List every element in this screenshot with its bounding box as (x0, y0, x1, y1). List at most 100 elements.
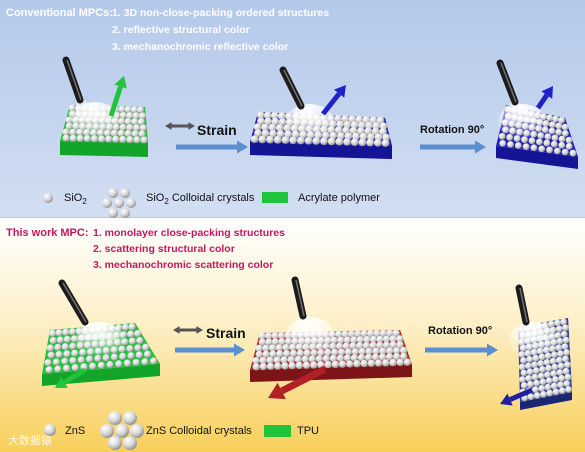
torch-5 (286, 276, 334, 353)
torch-1-glow (71, 102, 119, 138)
colloid-sphere (63, 350, 71, 358)
colloid-sphere (271, 117, 280, 126)
colloid-sphere (386, 347, 394, 355)
colloid-sphere (525, 374, 533, 382)
colloid-sphere (545, 377, 553, 385)
colloid-sphere (536, 138, 543, 146)
colloid-sphere (520, 369, 528, 377)
torch-3 (496, 59, 546, 140)
colloid-sphere (561, 148, 569, 156)
colloid-sphere (346, 360, 354, 368)
legend-polymer-swatch (262, 192, 288, 203)
colloid-sphere (327, 137, 336, 146)
colloid-sphere (263, 111, 272, 120)
colloid-sphere (549, 121, 556, 129)
legend-acrylate-polymer: Acrylate polymer (298, 192, 380, 204)
colloid-sphere (403, 358, 412, 366)
colloid-sphere (132, 112, 140, 120)
colloid-sphere (551, 363, 559, 371)
colloid-sphere (552, 115, 560, 123)
colloid-sphere (558, 387, 566, 395)
colloid-sphere (76, 134, 84, 143)
legend-zns-sphere (44, 424, 56, 436)
colloid-sphere (544, 133, 552, 141)
colloid-sphere (552, 388, 560, 396)
colloid-sphere (562, 324, 569, 332)
blue-scatter-arrow (500, 387, 534, 406)
colloid-sphere (56, 336, 64, 344)
colloid-sphere (539, 366, 546, 373)
colloid-sphere (258, 135, 267, 144)
colloid-sphere (556, 369, 564, 376)
colloid-sphere (112, 135, 120, 143)
colloid-sphere (252, 356, 260, 365)
rotation-label-top: Rotation 90° (420, 124, 485, 136)
colloid-sphere (310, 361, 318, 369)
colloid-sphere (392, 329, 400, 337)
colloid-sphere (358, 138, 367, 147)
process-arrow-1 (176, 140, 248, 154)
colloid-sphere (119, 135, 127, 144)
torch-5-body (291, 276, 307, 320)
torch-5-shine (295, 279, 305, 317)
colloid-sphere (97, 361, 105, 369)
colloid-sphere (295, 361, 304, 370)
colloid-sphere (531, 361, 538, 369)
colloid-sphere (320, 137, 328, 146)
green-reflection-arrow (108, 76, 127, 117)
colloid-sphere (123, 359, 132, 367)
colloid-sphere (255, 344, 263, 353)
colloid-sphere (136, 336, 144, 345)
colloid-sphere (563, 380, 571, 388)
colloid-sphere (399, 346, 408, 355)
colloid-sphere (396, 358, 404, 367)
colloid-sphere (121, 323, 130, 331)
colloid-sphere (149, 357, 158, 365)
colloid-sphere (135, 351, 143, 359)
torch-5-glow (286, 317, 334, 353)
colloid-sphere (376, 335, 384, 344)
colloid-sphere (55, 350, 63, 359)
colloid-sphere (553, 147, 561, 155)
colloid-sphere (85, 355, 94, 363)
process-arrow-3-head (234, 343, 245, 357)
colloid-sphere (522, 143, 530, 151)
colloid-sphere (524, 362, 532, 370)
legend-crystal-sphere (102, 198, 112, 208)
colloid-sphere (353, 360, 361, 368)
colloid-sphere (127, 330, 135, 338)
colloid-sphere (131, 130, 139, 138)
colloid-sphere (136, 106, 145, 114)
colloid-sphere (379, 347, 387, 355)
strain-double-arrow-right-head (165, 122, 172, 130)
colloid-sphere (520, 382, 528, 389)
legend-zns-crystal-sphere (100, 424, 114, 438)
colloid-sphere (551, 134, 559, 142)
colloid-sphere (52, 358, 61, 366)
colloid-sphere (259, 356, 267, 365)
colloid-sphere (45, 366, 53, 374)
blue-pad-rotated-front (496, 146, 578, 169)
colloid-sphere (550, 382, 558, 390)
colloid-sphere (324, 348, 332, 357)
legend-zns-crystal-sphere (108, 436, 122, 450)
colloid-sphere (499, 140, 507, 147)
colloid-sphere (141, 358, 149, 366)
blue-scatter-arrow-head (500, 393, 513, 406)
blue-pad-bottom-rotated-front (520, 392, 572, 410)
colloid-sphere (557, 381, 564, 389)
colloid-sphere (302, 361, 311, 369)
colloid-sphere (360, 359, 368, 368)
colloid-sphere (351, 348, 360, 356)
colloid-sphere (266, 362, 275, 371)
colloid-sphere (557, 350, 564, 358)
colloid-sphere (555, 325, 563, 333)
colloid-sphere (382, 359, 390, 367)
legend-tpu-swatch (264, 425, 291, 437)
legend-crystal-sphere (120, 208, 130, 218)
colloid-sphere (381, 139, 390, 147)
colloid-sphere (257, 117, 265, 126)
colloid-sphere (561, 129, 569, 137)
blue-reflection-arrow-head (334, 85, 346, 98)
colloid-sphere (80, 363, 88, 371)
